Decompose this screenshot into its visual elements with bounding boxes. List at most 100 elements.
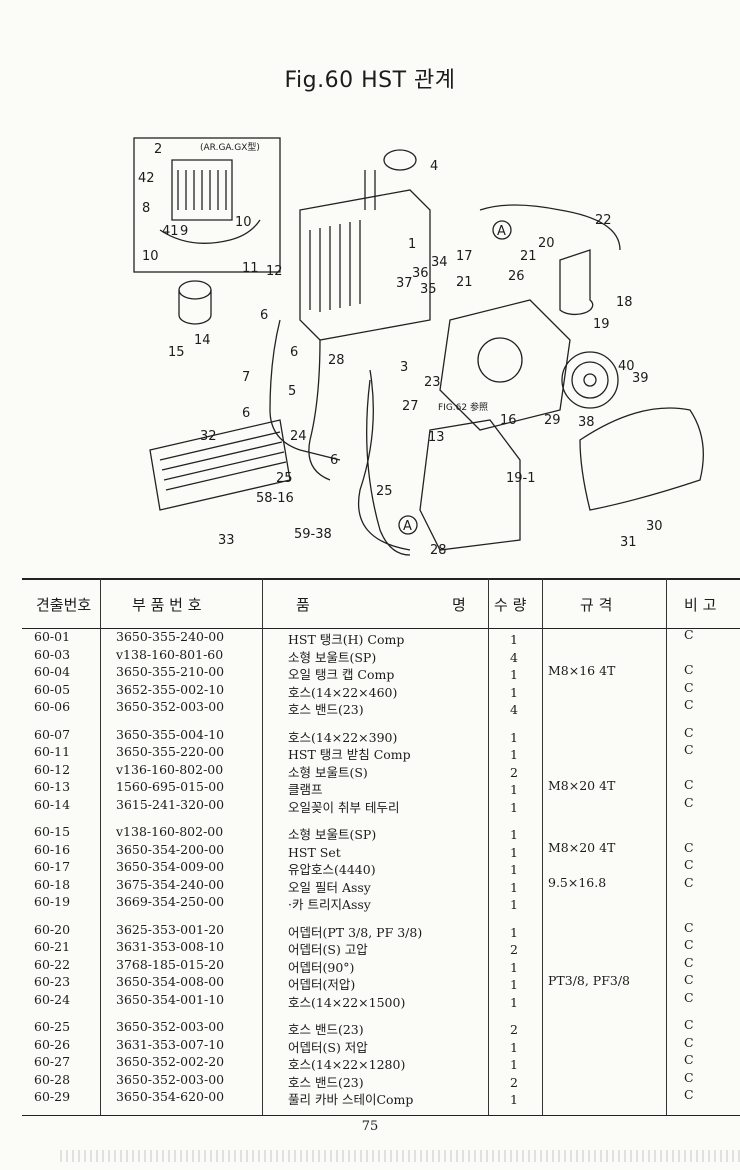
cell-name: HST 탱크(H) Comp [288, 632, 405, 647]
cell-spec [548, 794, 630, 812]
cell-note: C [684, 1069, 694, 1085]
cell-name: 어뎁터(90°) [288, 959, 355, 975]
cell-spec: M8×20 4T [548, 840, 616, 855]
filter-band [178, 280, 212, 300]
table-header-rule [22, 628, 740, 629]
cell-qty: 2 [510, 1022, 518, 1037]
cell-part: 3768-185-015-20 [116, 956, 225, 972]
fig-ref: FIG.62 参照 [438, 401, 488, 413]
column-part: 3650-355-240-00 v138-160-801-60 3650-355-2… [116, 628, 224, 1106]
cell-note: C [684, 919, 694, 935]
cell-qty: 1 [510, 924, 518, 940]
cell-no: 60-23 [34, 974, 71, 989]
callout-14: 14 [194, 333, 211, 348]
cell-no: 60-17 [34, 859, 71, 874]
cell-part: 3675-354-240-00 [116, 876, 225, 892]
callout-25: 25 [276, 471, 293, 486]
cell-part: 3650-352-002-20 [116, 1054, 225, 1069]
cell-part: v138-160-801-60 [116, 646, 224, 662]
cell-name: 호스(14×22×390) [288, 729, 398, 745]
cell-note: C [684, 874, 694, 890]
callout-6a: 6 [260, 308, 268, 323]
cell-no: 60-15 [34, 824, 71, 839]
callout-37: 37 [396, 276, 413, 291]
cell-name: 호스(14×22×1280) [288, 1057, 406, 1072]
cell-name: 호스(14×22×460) [288, 684, 398, 700]
cell-no: 60-20 [34, 921, 71, 937]
cell-part: 3615-241-320-00 [116, 796, 225, 812]
cell-note: C [684, 627, 694, 642]
callout-26: 26 [508, 269, 525, 284]
cell-name: 호스 밴드(23) [288, 1074, 364, 1090]
cell-part: 3650-352-003-00 [116, 1071, 225, 1087]
cell-part: 3650-352-003-00 [116, 699, 225, 714]
callout-25b: 25 [376, 484, 393, 499]
callout-23: 23 [424, 375, 441, 390]
callout-40: 40 [618, 359, 635, 374]
callout-9: 9 [180, 224, 188, 239]
cell-note: C [684, 972, 694, 987]
cell-spec: 9.5×16.8 [548, 875, 607, 890]
page-title: Fig.60 HST 관계 [284, 68, 456, 93]
callout-6c: 6 [242, 406, 250, 421]
callout-38: 38 [578, 415, 595, 430]
callout-1: 1 [408, 237, 416, 252]
callout-31: 31 [620, 535, 637, 550]
cell-note [684, 821, 694, 839]
cell-part: 3650-352-003-00 [116, 1019, 225, 1034]
cell-name: 소형 보울트(SP) [288, 649, 377, 665]
cell-note: C [684, 1017, 694, 1032]
cell-no: 60-03 [34, 646, 71, 662]
cell-name: 클램프 [288, 782, 323, 797]
callout-8: 8 [142, 201, 150, 216]
header-spec: 규 격 [580, 596, 613, 614]
cell-name: 오일 필터 Assy [288, 879, 371, 895]
cell-spec [548, 1069, 630, 1087]
cell-qty: 1 [510, 994, 518, 1010]
oil-cooler [149, 419, 291, 511]
cell-spec [548, 759, 630, 777]
cell-note: C [684, 937, 694, 952]
callout-30: 30 [646, 519, 663, 534]
cell-qty: 1 [510, 799, 518, 815]
svg-text:A: A [497, 224, 506, 239]
cell-no: 60-26 [34, 1036, 71, 1052]
cell-part: 3650-355-240-00 [116, 629, 225, 644]
cell-name: 어뎁터(PT 3/8, PF 3/8) [288, 924, 423, 940]
cell-part: 3650-354-620-00 [116, 1089, 225, 1104]
cell-part: 3650-354-009-00 [116, 859, 225, 874]
callout-21b: 21 [456, 275, 473, 290]
cell-qty: 4 [510, 702, 518, 717]
inset-frame [133, 137, 281, 273]
callout-59-38: 59-38 [294, 527, 332, 542]
header-no: 견출번호 [36, 596, 92, 614]
callout-36: 36 [412, 266, 429, 281]
cell-no: 60-29 [34, 1089, 71, 1104]
cell-qty: 1 [510, 729, 518, 745]
cell-note [684, 891, 694, 909]
cell-note: C [684, 1034, 694, 1050]
callout-39: 39 [632, 371, 649, 386]
callout-58-16: 58-16 [256, 491, 294, 506]
callout-28b: 28 [430, 543, 447, 558]
cell-part: 3650-355-220-00 [116, 744, 225, 759]
cell-note: C [684, 989, 694, 1005]
column-spec: M8×16 4T M8×20 4T M8×20 4T 9.5×16.8 PT3/… [548, 644, 630, 1122]
callout-11: 11 [242, 261, 259, 276]
cell-qty: 1 [510, 959, 518, 975]
cell-part: 3631-353-007-10 [116, 1036, 225, 1052]
callout-13: 13 [428, 430, 445, 445]
cell-part: 3650-354-200-00 [116, 841, 225, 857]
cell-note: C [684, 662, 694, 677]
cell-note: C [684, 724, 694, 740]
cell-note: C [684, 777, 694, 792]
cell-part: 3650-354-001-10 [116, 991, 225, 1007]
cell-name: 소형 보울트(S) [288, 764, 368, 780]
cell-spec [548, 697, 630, 715]
callout-19-1: 19-1 [506, 471, 536, 486]
svg-text:A: A [403, 519, 412, 534]
cell-note: C [684, 794, 694, 810]
callout-17: 17 [456, 249, 473, 264]
cell-no: 60-06 [34, 699, 71, 714]
header-name-b: 명 [452, 596, 466, 614]
